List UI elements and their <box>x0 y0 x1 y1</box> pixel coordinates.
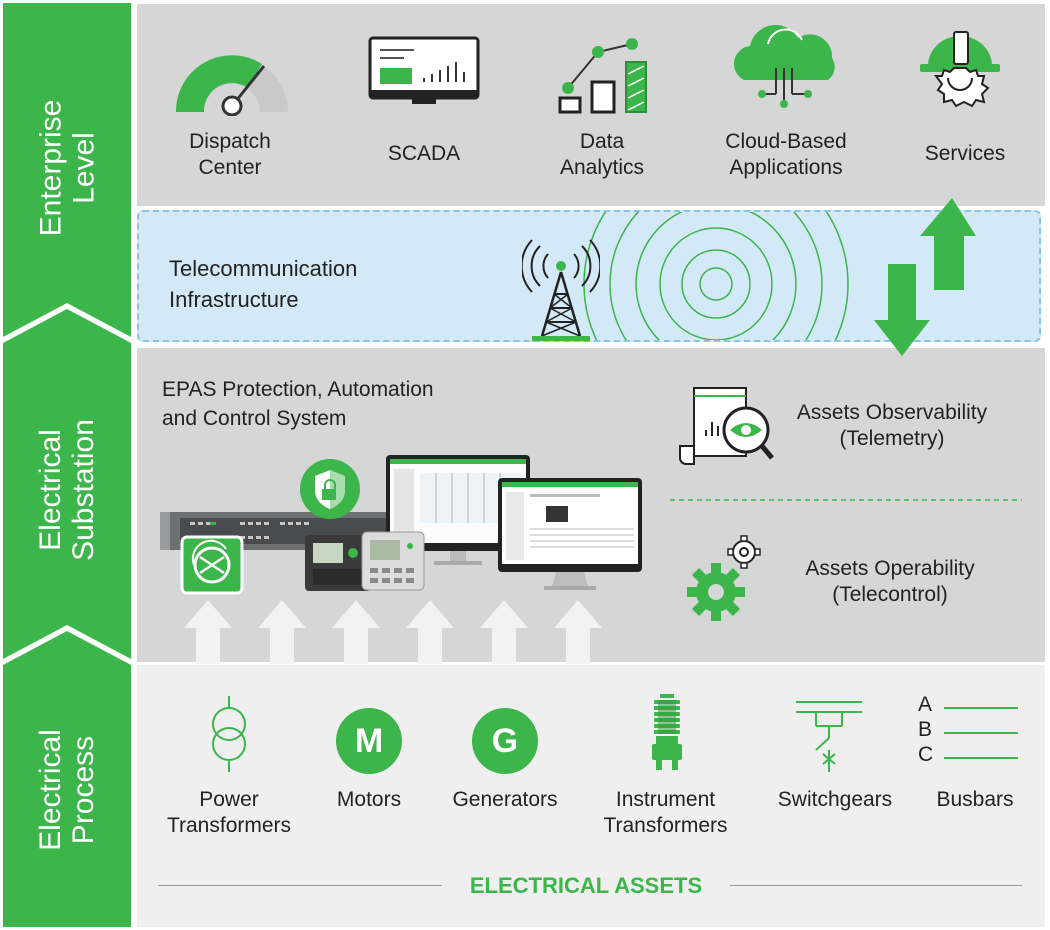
busbar-a-line <box>944 707 1018 709</box>
level-substation: Electrical Substation <box>34 419 100 561</box>
telecom-label: Telecommunication Infrastructure <box>169 256 358 312</box>
data-flow-arrows <box>874 198 976 356</box>
protection-relay-icon <box>305 535 371 591</box>
observability-label: Assets Observability (Telemetry) <box>796 401 988 450</box>
motors-label: Motors <box>336 788 402 811</box>
transformer-icon <box>212 696 246 772</box>
busbar-icon: A B C <box>918 694 1018 772</box>
gauge-icon <box>175 55 288 116</box>
data-analytics-label: Data Analytics <box>559 130 645 179</box>
monitor-front <box>498 478 642 590</box>
process-band <box>137 665 1045 927</box>
arrow-down-icon <box>874 264 930 356</box>
gears-icon <box>687 535 761 621</box>
phase-c-label: C <box>918 743 934 766</box>
arrow-up-icon <box>920 198 976 290</box>
telemetry-observability-icon <box>679 387 774 465</box>
electrical-assets-title: ELECTRICAL ASSETS <box>469 873 703 898</box>
switchgears-label: Switchgears <box>777 788 893 811</box>
switchgear-icon <box>796 701 862 772</box>
generators-label: Generators <box>452 788 558 811</box>
busbars-label: Busbars <box>936 788 1014 811</box>
monitor-chart-icon <box>368 36 480 104</box>
signal-rings <box>583 212 849 340</box>
process-to-substation-arrows <box>184 600 602 664</box>
scada-label: SCADA <box>387 142 461 165</box>
instrument-transformer-icon <box>652 694 682 770</box>
operability-label: Assets Operability (Telecontrol) <box>805 557 975 606</box>
ribbon-substation <box>3 309 131 659</box>
footer-line-left <box>158 885 442 886</box>
epas-label: EPAS Protection, Automation and Control … <box>162 378 434 430</box>
cloud-apps-label: Cloud-Based Applications <box>725 130 847 179</box>
level-enterprise: Enterprise Level <box>34 99 101 237</box>
level-process: Electrical Process <box>33 729 100 851</box>
dispatch-center-label: Dispatch Center <box>189 130 271 179</box>
analytics-icon <box>558 38 647 114</box>
instrument-transformers-label: Instrument Transformers <box>603 788 728 837</box>
radio-tower-icon <box>522 239 600 341</box>
busbar-b-line <box>944 732 1018 734</box>
epas-software-icon <box>180 535 244 595</box>
meter-device-icon <box>361 531 425 591</box>
ribbon-process <box>3 631 131 927</box>
level-ribbons <box>3 3 131 927</box>
phase-a-label: A <box>918 693 933 716</box>
services-label: Services <box>924 142 1006 165</box>
generator-icon: G <box>472 708 538 774</box>
cloud-icon <box>734 25 835 108</box>
footer-line-right <box>730 885 1022 886</box>
security-shield-icon <box>300 459 360 519</box>
section-divider <box>670 499 1022 501</box>
phase-b-label: B <box>918 718 933 741</box>
power-transformers-label: Power Transformers <box>166 788 292 837</box>
service-helmet-icon <box>920 31 1000 108</box>
motor-icon: M <box>336 708 402 774</box>
busbar-c-line <box>944 757 1018 759</box>
ribbon-enterprise <box>3 3 131 337</box>
